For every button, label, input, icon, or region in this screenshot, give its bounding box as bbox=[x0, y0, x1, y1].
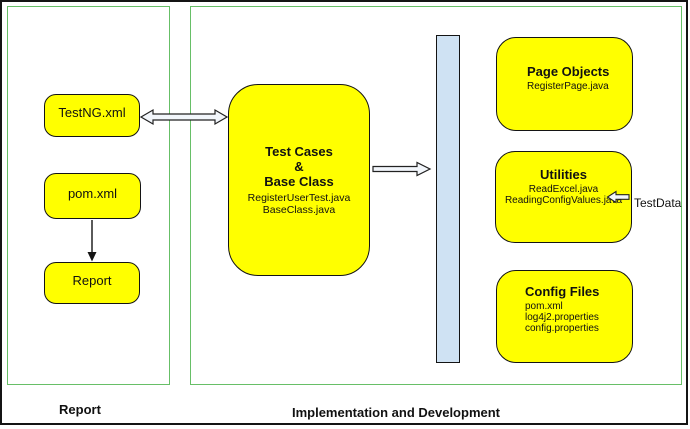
left-arrow-icon bbox=[606, 190, 630, 204]
page-objects-title: Page Objects bbox=[527, 64, 610, 79]
report-node: Report bbox=[44, 262, 140, 304]
down-arrow-icon bbox=[87, 220, 97, 262]
pom-xml-node: pom.xml bbox=[44, 173, 141, 219]
test-cases-title-line2: & bbox=[294, 159, 304, 174]
utilities-title: Utilities bbox=[540, 167, 587, 182]
testng-xml-node: TestNG.xml bbox=[44, 94, 140, 137]
config-files-file: pom.xml bbox=[525, 301, 563, 312]
pom-xml-label: pom.xml bbox=[67, 185, 118, 201]
testdata-label: TestData bbox=[634, 196, 682, 210]
report-panel bbox=[7, 6, 170, 385]
utilities-file: ReadExcel.java bbox=[528, 184, 599, 195]
double-headed-arrow-icon bbox=[140, 108, 228, 126]
test-cases-title-line1: Test Cases bbox=[265, 144, 333, 159]
right-arrow-icon bbox=[372, 161, 432, 177]
test-cases-base-class-node: Test Cases & Base Class RegisterUserTest… bbox=[228, 84, 370, 276]
report-label: Report bbox=[72, 272, 112, 288]
config-files-file: log4j2.properties bbox=[525, 312, 599, 323]
page-objects-file: RegisterPage.java bbox=[527, 81, 609, 92]
execution-bar bbox=[436, 35, 460, 363]
test-cases-file: RegisterUserTest.java bbox=[247, 192, 351, 204]
testng-xml-label: TestNG.xml bbox=[58, 105, 126, 120]
test-cases-title-line3: Base Class bbox=[264, 174, 334, 189]
page-objects-node: Page Objects RegisterPage.java bbox=[496, 37, 633, 131]
test-cases-file: BaseClass.java bbox=[262, 204, 336, 216]
utilities-file: ReadingConfigValues.java bbox=[504, 195, 623, 206]
implementation-section-caption: Implementation and Development bbox=[291, 405, 501, 420]
config-files-title: Config Files bbox=[525, 284, 600, 299]
report-section-caption: Report bbox=[59, 402, 101, 417]
config-files-file: config.properties bbox=[525, 323, 599, 334]
config-files-node: Config Files pom.xml log4j2.properties c… bbox=[496, 270, 633, 363]
